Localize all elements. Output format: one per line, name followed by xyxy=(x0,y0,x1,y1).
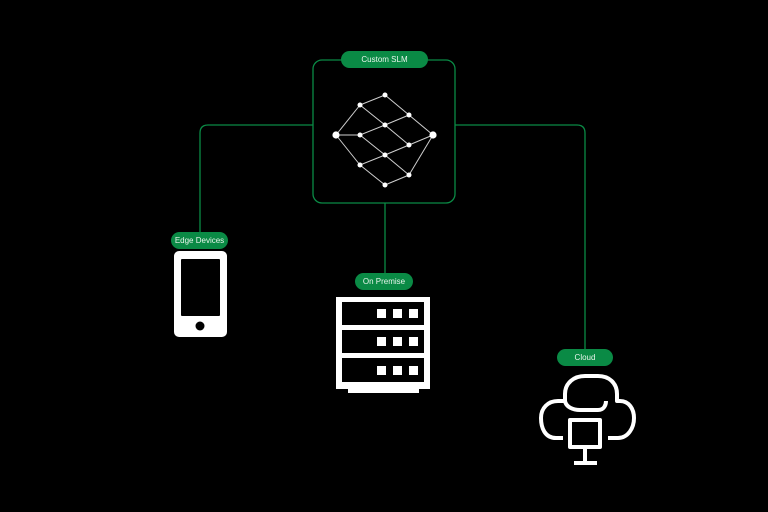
server-rack-icon xyxy=(336,297,430,393)
connector-edge xyxy=(199,124,313,233)
cloud-computer-icon xyxy=(539,374,636,465)
neural-network-icon xyxy=(332,92,437,188)
cloud-label: Cloud xyxy=(557,349,613,366)
on-premise-label: On Premise xyxy=(355,273,413,290)
edge-devices-label: Edge Devices xyxy=(171,232,228,249)
smartphone-icon xyxy=(174,251,227,337)
custom-slm-label: Custom SLM xyxy=(341,51,428,68)
connector-cloud xyxy=(455,124,586,350)
